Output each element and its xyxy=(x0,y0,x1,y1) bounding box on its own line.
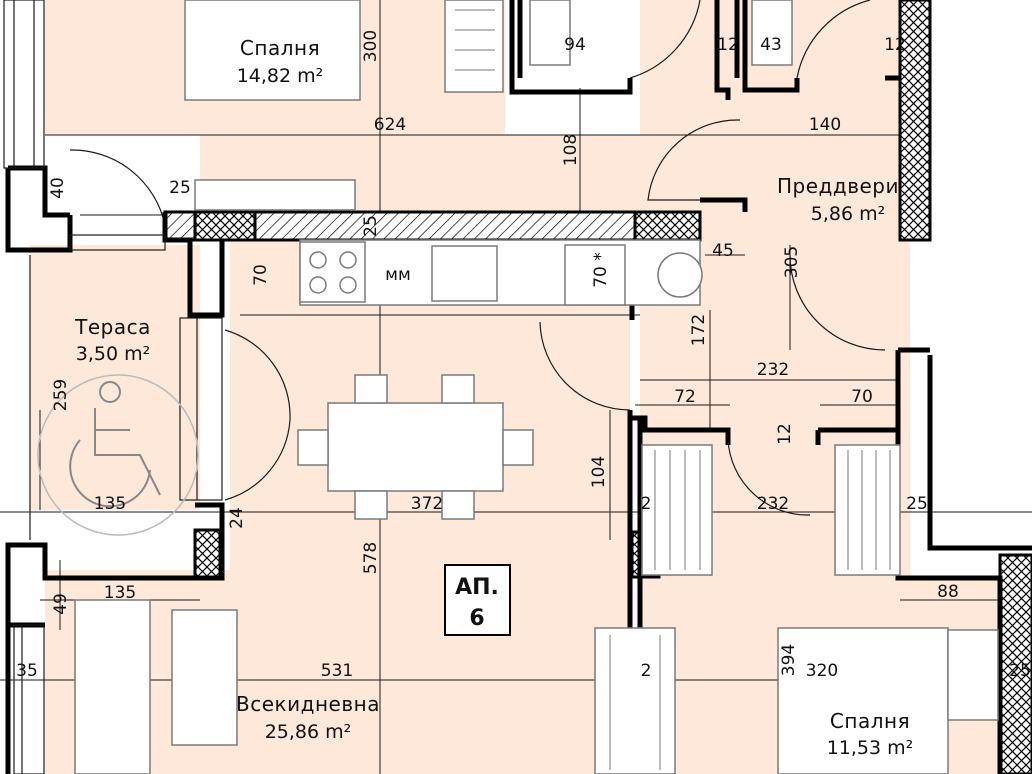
room-area-terrace: 3,50 m² xyxy=(76,343,150,365)
washer xyxy=(657,252,703,298)
dim-label: 135 xyxy=(104,583,136,603)
dim-label: 72 xyxy=(674,387,696,407)
sink-top-2 xyxy=(751,0,793,66)
dim-label: 25 xyxy=(1009,661,1031,681)
room-area-bedroom-2: 11,53 m² xyxy=(827,737,914,759)
wardrobe-bottom xyxy=(594,627,676,774)
kitchen-sink xyxy=(431,245,498,302)
hatched-walls xyxy=(163,0,1032,774)
dim-label: 12 xyxy=(884,35,906,55)
dim-label: мм xyxy=(385,265,411,285)
room-name-living: Всекидневна xyxy=(236,692,380,716)
dim-label: 70 xyxy=(251,264,271,286)
dimension-labels: 94 12 43 12 300 624 140 108 25 40 25 45 … xyxy=(16,30,1031,681)
floor-terrace xyxy=(30,245,200,510)
dim-label: 394 xyxy=(779,644,799,676)
dim-label: 135 xyxy=(94,494,126,514)
dim-label: 25 xyxy=(361,215,381,237)
dim-label: 35 xyxy=(16,661,38,681)
dim-label: 108 xyxy=(561,134,581,166)
dim-label: 104 xyxy=(589,456,609,488)
dim-label: 70 xyxy=(851,387,873,407)
dim-label: 172 xyxy=(689,314,709,346)
dim-label: 40 xyxy=(48,177,68,199)
dim-label: 49 xyxy=(51,593,71,615)
furniture xyxy=(37,0,999,774)
dim-label: 624 xyxy=(374,115,406,135)
dim-label: 12 xyxy=(717,35,739,55)
room-area-bedroom-1: 14,82 m² xyxy=(237,65,324,87)
dining-table xyxy=(327,402,504,492)
windows xyxy=(3,0,223,774)
wardrobe-right xyxy=(834,444,901,576)
bed-bottom xyxy=(777,627,949,774)
wardrobe-lines xyxy=(455,9,891,770)
sink-top-1 xyxy=(529,0,571,66)
dim-label: 25 xyxy=(906,494,928,514)
dim-label: 372 xyxy=(411,494,443,514)
fridge xyxy=(564,244,626,306)
room-labels: Спалня 14,82 m² Тераса 3,50 m² Преддвери… xyxy=(74,36,913,759)
dim-label: 140 xyxy=(809,115,841,135)
dim-label: 300 xyxy=(361,30,381,62)
room-name-bedroom-1: Спалня xyxy=(240,36,320,60)
apartment-tag-line1: АП. xyxy=(455,575,499,600)
wheelchair-icon xyxy=(37,374,199,536)
dim-label: 578 xyxy=(361,542,381,574)
dim-label: 2 xyxy=(641,494,652,514)
wardrobe-left xyxy=(641,444,713,576)
dim-label: 94 xyxy=(564,35,586,55)
dim-label: 531 xyxy=(321,661,353,681)
shelf xyxy=(194,179,356,211)
room-name-terrace: Тераса xyxy=(74,315,151,339)
dim-label: 24 xyxy=(227,507,247,529)
apartment-tag-line2: 6 xyxy=(469,606,484,631)
dim-label: 305 xyxy=(782,246,802,278)
dim-label: 45 xyxy=(712,241,734,261)
room-area-hall: 5,86 m² xyxy=(811,203,885,225)
dim-label: 70 * xyxy=(591,252,611,288)
dim-label: 259 xyxy=(51,379,71,411)
room-name-hall: Преддвери xyxy=(777,174,899,198)
bed-top xyxy=(184,0,361,101)
dim-label: 88 xyxy=(937,582,959,602)
sofa xyxy=(74,599,151,774)
dim-label: 320 xyxy=(806,661,838,681)
door-swings xyxy=(69,0,886,516)
apartment-tag: АП. 6 xyxy=(444,564,511,636)
dim-label: 232 xyxy=(757,360,789,380)
dim-label: 25 xyxy=(169,178,191,198)
room-area-living: 25,86 m² xyxy=(265,721,352,743)
dim-label: 232 xyxy=(757,494,789,514)
dim-label: 2 xyxy=(641,661,652,681)
floor-living xyxy=(230,240,630,774)
room-name-bedroom-2: Спалня xyxy=(830,709,910,733)
wardrobe-top xyxy=(444,0,504,93)
dim-label: 43 xyxy=(760,35,782,55)
hob xyxy=(299,241,366,303)
coffee-table xyxy=(171,609,238,746)
dim-label: 12 xyxy=(775,423,795,445)
